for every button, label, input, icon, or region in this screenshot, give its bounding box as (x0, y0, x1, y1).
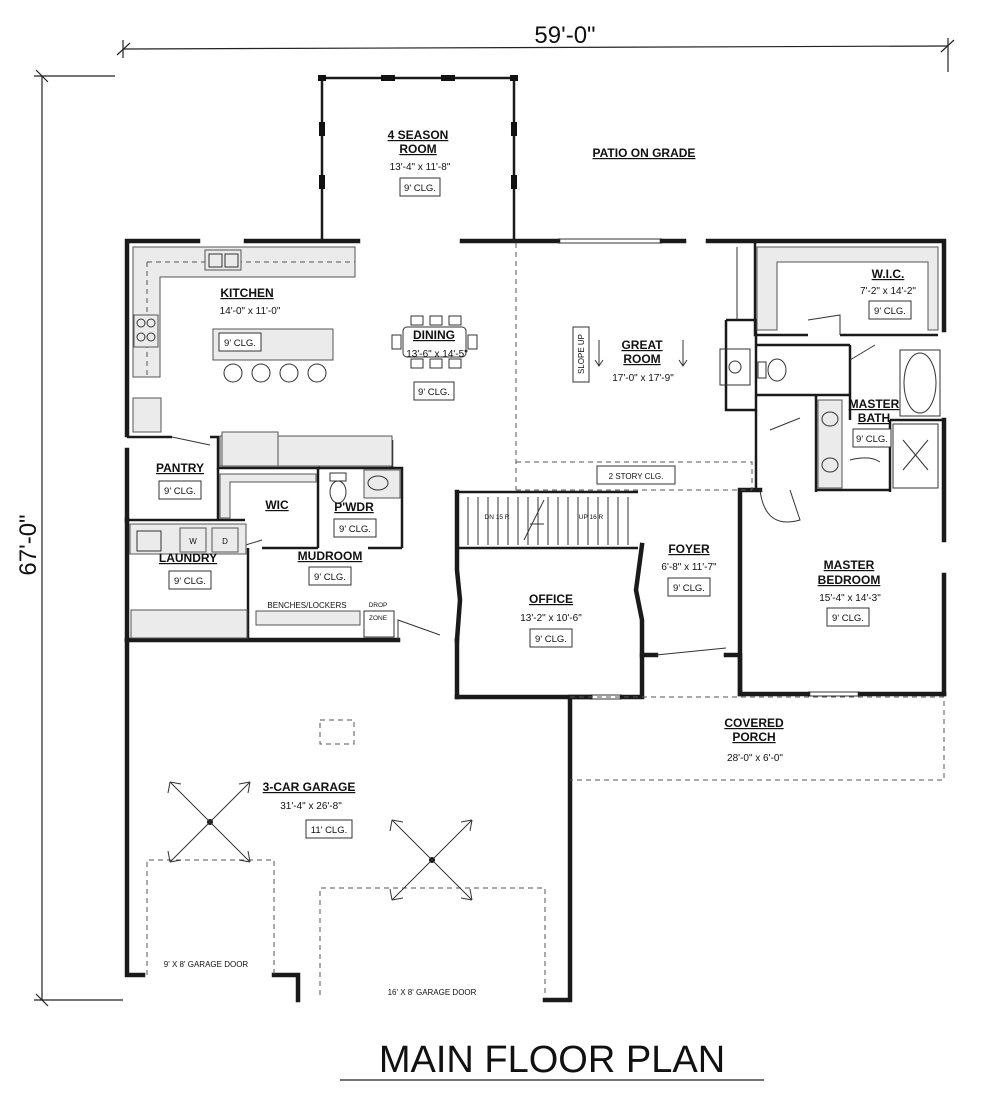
office-dims: 13'-2" x 10'-6" (520, 613, 582, 624)
garage-door-small-label: 9' X 8' GARAGE DOOR (164, 960, 249, 969)
great-room-name: GREAT (621, 338, 663, 352)
stool-icon (279, 363, 299, 383)
exterior-walls (124, 75, 947, 1003)
sink-icon (204, 249, 242, 271)
bathtub-icon (903, 352, 937, 414)
powder-ceiling: 9' CLG. (339, 524, 371, 535)
dining-name: DINING (413, 328, 455, 342)
master-wic-shelves (736, 246, 939, 331)
great-room-name-2: ROOM (623, 352, 660, 366)
season-room-name-2: ROOM (399, 142, 436, 156)
stair-down-label: DN 15 R (485, 514, 510, 521)
stair: DN 15 R UP 16 R (467, 497, 629, 545)
washer-label: W (189, 537, 197, 546)
toilet-icon (767, 358, 787, 382)
interior-walls (124, 241, 944, 700)
powder-fixtures (329, 469, 401, 504)
master-bedroom-ceiling: 9' CLG. (832, 613, 864, 624)
room-labels: 4 SEASON ROOM 13'-4" x 11'-8" 9' CLG. PA… (156, 128, 916, 997)
slope-up-label: SLOPE UP (577, 334, 586, 374)
vanity-sink-icon (821, 411, 839, 427)
season-room-ceiling: 9' CLG. (404, 183, 436, 194)
pantry-name: PANTRY (156, 461, 204, 475)
master-bath-name: MASTER (849, 397, 900, 411)
zone-label: ZONE (369, 615, 388, 622)
garage-name: 3-CAR GARAGE (263, 780, 356, 794)
laundry-fixtures: W D (129, 523, 248, 639)
vanity-sink-icon (821, 457, 839, 473)
laundry-name: LAUNDRY (159, 551, 217, 565)
two-story-label: 2 STORY CLG. (609, 472, 664, 481)
depth-dimension: 67'-0" (15, 69, 123, 1007)
season-room-name: 4 SEASON (388, 128, 449, 142)
master-bedroom-name: MASTER (824, 558, 875, 572)
width-label: 59'-0" (534, 22, 595, 49)
kitchen-fixtures (132, 246, 393, 467)
garage-light-icon (167, 781, 251, 863)
doors (171, 314, 881, 656)
dining-dims: 13'-6" x 14'-5" (406, 349, 468, 360)
master-bath-ceiling: 9' CLG. (856, 434, 888, 445)
master-wic-name: W.I.C. (872, 267, 905, 281)
shower-icon (892, 423, 939, 489)
pantry-shelves (219, 473, 317, 519)
washer-icon (179, 527, 207, 553)
laundry-sink-icon (136, 530, 162, 552)
season-room-dims: 13'-4" x 11'-8" (390, 162, 451, 173)
porch-dims: 28'-0" x 6'-0" (727, 753, 783, 764)
master-bath-name-2: BATH (858, 411, 890, 425)
benches-label: BENCHES/LOCKERS (267, 601, 346, 610)
garage-light-icon (389, 819, 473, 901)
dining-table-icon (391, 315, 478, 369)
mudroom-name: MUDROOM (298, 549, 363, 563)
great-room-dims: 17'-0" x 17'-9" (612, 373, 674, 384)
garage-dims: 31'-4" x 26'-8" (280, 801, 342, 812)
foyer-name: FOYER (668, 542, 710, 556)
stair-up-label: UP 16 R (579, 514, 604, 521)
refrigerator-icon (221, 431, 279, 467)
master-wic-dims: 7'-2" x 14'-2" (860, 286, 916, 297)
master-bedroom-name-2: BEDROOM (818, 573, 881, 587)
kitchen-name: KITCHEN (220, 286, 273, 300)
foyer-ceiling: 9' CLG. (673, 583, 705, 594)
office-name: OFFICE (529, 592, 573, 606)
master-bath-fixtures (719, 348, 941, 489)
ceiling-label-boxes (158, 177, 912, 839)
porch-name: COVERED (724, 716, 784, 730)
powder-name: P'WDR (334, 500, 374, 514)
dashed-reference-lines (146, 243, 945, 995)
dryer-icon (211, 527, 239, 553)
master-bedroom-dims: 15'-4" x 14'-3" (819, 593, 881, 604)
kitchen-dims: 14'-0" x 11'-0" (220, 306, 281, 317)
mudroom-ceiling: 9' CLG. (314, 572, 346, 583)
stool-icon (307, 363, 327, 383)
stool-icon (251, 363, 271, 383)
foyer-dims: 6'-8" x 11'-7" (661, 562, 717, 573)
laundry-ceiling: 9' CLG. (174, 576, 206, 587)
garage-door-large-label: 16' X 8' GARAGE DOOR (388, 988, 477, 997)
stool-icon (223, 363, 243, 383)
range-icon (133, 314, 159, 348)
kitchen-ceiling: 9' CLG. (224, 338, 256, 349)
pantry-ceiling: 9' CLG. (164, 486, 196, 497)
fireplace-icon (719, 348, 751, 386)
slope-arrows (572, 326, 688, 383)
plan-title: MAIN FLOOR PLAN (379, 1039, 725, 1081)
patio-label: PATIO ON GRADE (593, 146, 696, 160)
mudroom-benches (255, 610, 395, 638)
dryer-label: D (222, 537, 228, 546)
dining-ceiling: 9' CLG. (418, 387, 450, 398)
wic-name: WIC (265, 498, 289, 512)
master-wic-ceiling: 9' CLG. (874, 306, 906, 317)
drop-label: DROP (369, 602, 388, 609)
width-dimension: 59'-0" (116, 22, 955, 72)
depth-label: 67'-0" (15, 514, 42, 575)
porch-name-2: PORCH (732, 730, 775, 744)
garage-ceiling: 11' CLG. (311, 825, 348, 836)
office-ceiling: 9' CLG. (535, 634, 567, 645)
